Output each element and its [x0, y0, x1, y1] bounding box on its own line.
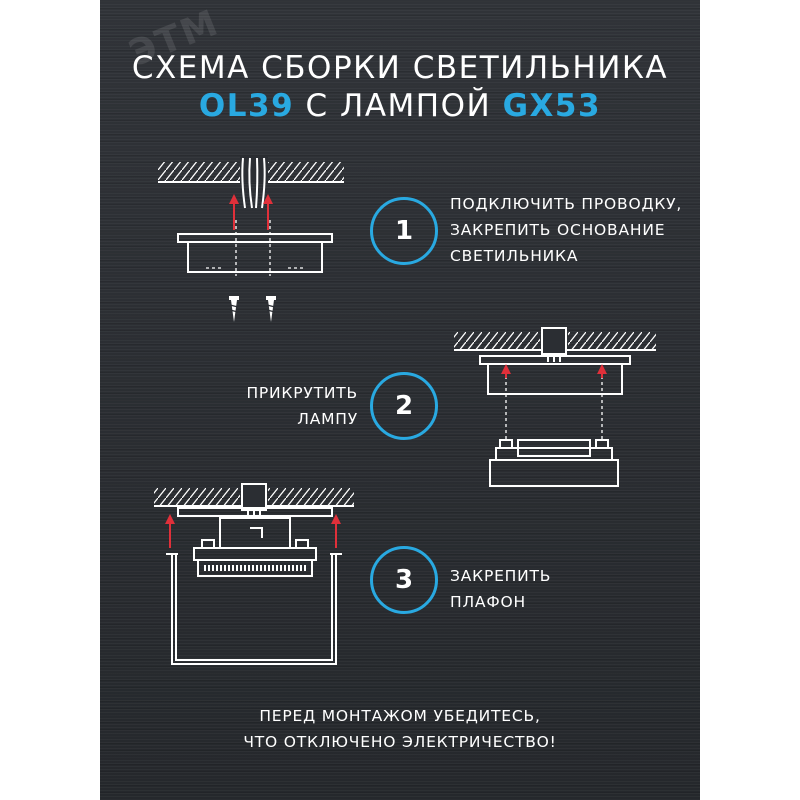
lamp-gx53 — [489, 439, 619, 487]
lamp-type: GX53 — [502, 88, 602, 124]
page-title: СХЕМА СБОРКИ СВЕТИЛЬНИКА — [131, 50, 669, 86]
step-3-diagram — [154, 483, 354, 665]
step-1-diagram — [158, 156, 344, 322]
ceiling — [158, 162, 344, 183]
warning-line: ПЕРЕД МОНТАЖОМ УБЕДИТЕСЬ, — [259, 707, 541, 725]
step-3-number: 3 — [370, 546, 438, 614]
ceiling — [454, 332, 656, 351]
step-3-text: ЗАКРЕПИТЬ ПЛАФОН — [450, 563, 551, 615]
step-1-number: 1 — [370, 197, 438, 265]
instruction-panel: ЭТМ СХЕМА СБОРКИ СВЕТИЛЬНИКА OL39 С ЛАМП… — [100, 0, 700, 800]
wires — [240, 156, 268, 209]
guide-lines — [505, 400, 603, 440]
arrow-up-icon — [165, 514, 341, 548]
screw-icon — [229, 296, 276, 322]
step-3-line: ПЛАФОН — [450, 593, 526, 611]
step-3-line: ЗАКРЕПИТЬ — [450, 567, 552, 585]
step-2-diagram — [454, 327, 656, 487]
step-1-line: ЗАКРЕПИТЬ ОСНОВАНИЕ — [450, 221, 666, 239]
step-1-line: ПОДКЛЮЧИТЬ ПРОВОДКУ, — [450, 195, 683, 213]
arrow-up-icon — [501, 364, 607, 378]
warning-line: ЧТО ОТКЛЮЧЕНО ЭЛЕКТРИЧЕСТВО! — [243, 733, 557, 751]
step-1-line: СВЕТИЛЬНИКА — [450, 247, 579, 265]
step-2-text: ПРИКРУТИТЬ ЛАМПУ — [230, 380, 358, 432]
step-2-line: ЛАМПУ — [297, 410, 358, 428]
step-1-text: ПОДКЛЮЧИТЬ ПРОВОДКУ, ЗАКРЕПИТЬ ОСНОВАНИЕ… — [450, 191, 682, 269]
subtitle-middle: С ЛАМПОЙ — [305, 88, 492, 124]
safety-warning: ПЕРЕД МОНТАЖОМ УБЕДИТЕСЬ, ЧТО ОТКЛЮЧЕНО … — [100, 703, 700, 755]
luminaire-base — [177, 220, 333, 276]
page-subtitle: OL39 С ЛАМПОЙ GX53 — [100, 88, 700, 124]
step-2-number: 2 — [370, 372, 438, 440]
step-2-line: ПРИКРУТИТЬ — [246, 384, 358, 402]
diffuser-shade — [166, 553, 342, 665]
luminaire-base — [479, 355, 631, 398]
lamp-gx53 — [193, 539, 317, 577]
wires — [241, 483, 267, 518]
arrow-up-icon — [229, 194, 273, 230]
model-name: OL39 — [198, 88, 295, 124]
